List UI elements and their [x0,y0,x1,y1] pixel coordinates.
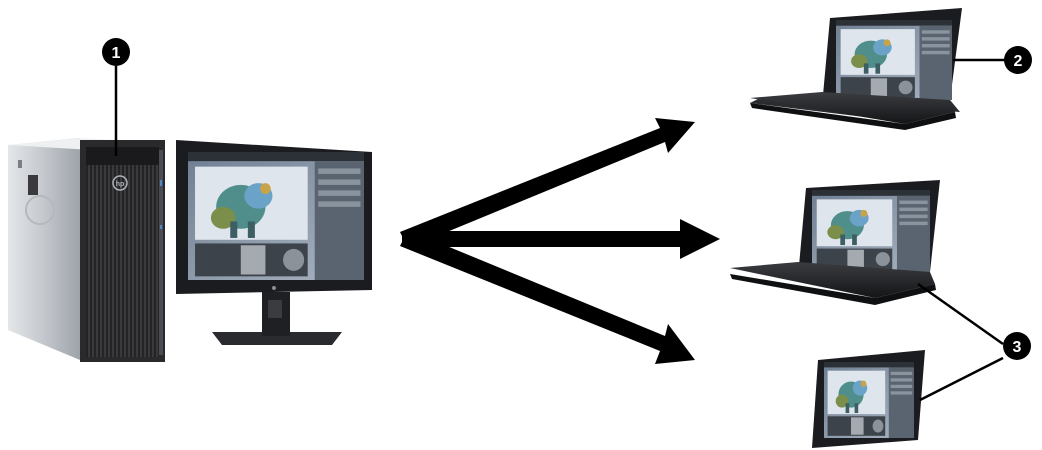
stream-arrows [400,118,720,364]
callout-2-label: 2 [1014,53,1023,70]
monitor-icon [176,140,372,345]
laptop-icon [750,8,962,130]
leader-3a [918,284,1003,344]
laptop-icon [730,180,940,305]
arrow-up [400,118,695,248]
callout-3: 3 [1003,332,1031,360]
workstation-tower-icon: hp [8,138,165,362]
tablet-icon [812,350,925,448]
callout-2: 2 [1004,46,1032,74]
leader-3b [920,358,1003,400]
callout-1: 1 [102,38,130,66]
callout-3-label: 3 [1013,339,1022,356]
arrow-down [400,230,695,364]
callout-1-label: 1 [112,45,121,62]
svg-text:hp: hp [116,181,125,188]
